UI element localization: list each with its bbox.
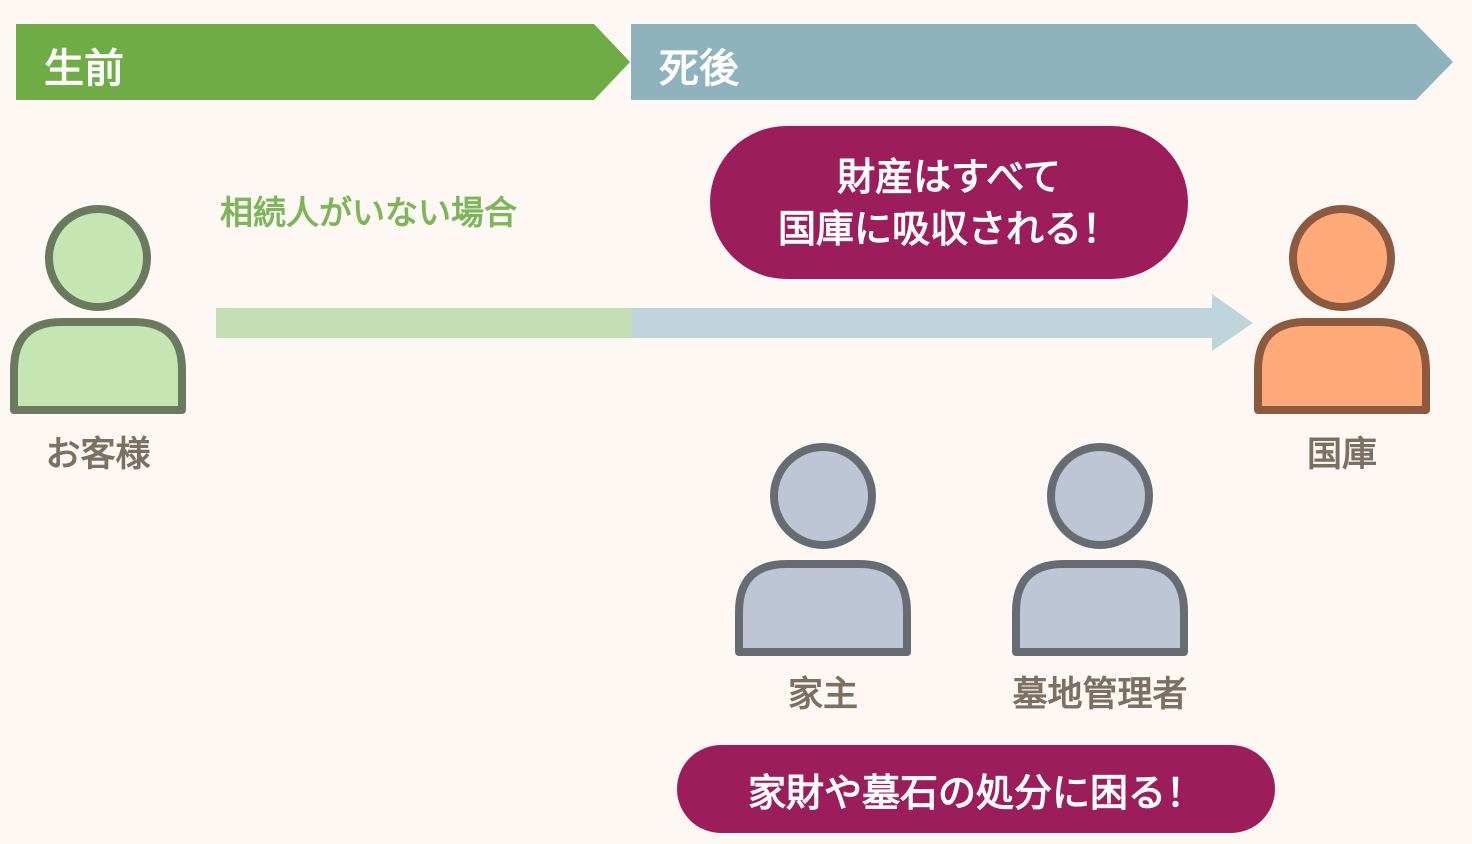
cemetery-person-icon bbox=[1012, 443, 1188, 656]
after-label: 死後 bbox=[659, 46, 739, 92]
top-callout: 財産はすべて 国庫に吸収される！ bbox=[710, 126, 1188, 279]
customer-label: お客様 bbox=[45, 435, 151, 475]
bottom-callout: 家財や墓石の処分に困る！ bbox=[677, 745, 1275, 833]
bottom-callout-text: 家財や墓石の処分に困る！ bbox=[747, 770, 1204, 815]
customer-person-icon bbox=[10, 205, 186, 414]
top-callout-line2: 国庫に吸収される！ bbox=[777, 206, 1120, 251]
top-callout-line1: 財産はすべて bbox=[837, 154, 1061, 199]
landlord-person-icon bbox=[735, 443, 911, 656]
cemetery-label: 墓地管理者 bbox=[1012, 675, 1188, 715]
state-label: 国庫 bbox=[1306, 435, 1377, 475]
after-banner bbox=[631, 24, 1453, 100]
before-bar bbox=[216, 308, 676, 338]
after-arrow bbox=[632, 294, 1253, 351]
state-person-icon bbox=[1254, 205, 1430, 414]
before-label: 生前 bbox=[44, 46, 124, 92]
before-banner bbox=[16, 24, 630, 100]
landlord-label: 家主 bbox=[787, 675, 858, 715]
condition-label: 相続人がいない場合 bbox=[220, 193, 517, 232]
